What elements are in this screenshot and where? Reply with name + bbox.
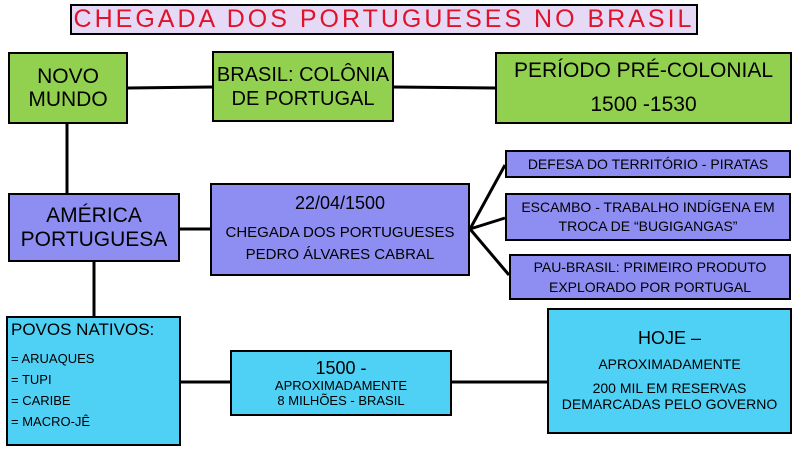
povos-item: = ARUAQUES — [11, 351, 95, 366]
node-brasil-colonia: BRASIL: COLÔNIA DE PORTUGAL — [212, 51, 394, 122]
pop-1500-year: 1500 - — [315, 358, 367, 378]
node-america-label: AMÉRICA PORTUGUESA — [20, 203, 168, 251]
node-novo-mundo: NOVO MUNDO — [8, 52, 128, 124]
connector-chegada-escambo — [469, 216, 506, 231]
chegada-line-2: PEDRO ÁLVARES CABRAL — [245, 246, 435, 263]
pop-1500-value: 8 MILHÕES - BRASIL — [277, 393, 405, 408]
node-povos-nativos: POVOS NATIVOS: = ARUAQUES = TUPI = CARIB… — [6, 316, 181, 446]
chegada-line-1: CHEGADA DOS PORTUGUESES — [225, 224, 455, 241]
page-title: CHEGADA DOS PORTUGUESES NO BRASIL — [70, 4, 698, 35]
hoje-heading: HOJE – — [637, 328, 702, 348]
povos-item: = TUPI — [11, 372, 52, 387]
connector-chegada-pau — [468, 228, 511, 276]
node-america-portuguesa: AMÉRICA PORTUGUESA — [8, 193, 180, 262]
node-pau-brasil: PAU-BRASIL: PRIMEIRO PRODUTO EXPLORADO P… — [509, 254, 791, 300]
chegada-date: 22/04/1500 — [294, 193, 386, 213]
povos-item: = MACRO-JÊ — [11, 414, 91, 429]
node-brasil-colonia-label: BRASIL: COLÔNIA DE PORTUGAL — [216, 63, 390, 110]
node-populacao-1500: 1500 - APROXIMADAMENTE 8 MILHÕES - BRASI… — [230, 350, 452, 416]
periodo-years: 1500 -1530 — [590, 93, 697, 116]
periodo-label: PERÍODO PRÉ-COLONIAL — [513, 59, 774, 82]
node-escambo: ESCAMBO - TRABALHO INDÍGENA EM TROCA DE … — [505, 193, 791, 241]
node-pau-brasil-label: PAU-BRASIL: PRIMEIRO PRODUTO EXPLORADO P… — [533, 259, 767, 295]
pop-1500-approx: APROXIMADAMENTE — [274, 378, 408, 393]
connector-novo-brasil — [127, 85, 213, 90]
node-defesa-label: DEFESA DO TERRITÓRIO - PIRATAS — [527, 156, 769, 172]
hoje-value: 200 MIL EM RESERVAS DEMARCADAS PELO GOVE… — [561, 380, 778, 412]
node-periodo-pre-colonial: PERÍODO PRÉ-COLONIAL 1500 -1530 — [495, 52, 792, 124]
node-novo-mundo-label: NOVO MUNDO — [28, 65, 108, 111]
node-defesa: DEFESA DO TERRITÓRIO - PIRATAS — [505, 150, 791, 178]
node-hoje: HOJE – APROXIMADAMENTE 200 MIL EM RESERV… — [547, 308, 792, 434]
node-escambo-label: ESCAMBO - TRABALHO INDÍGENA EM TROCA DE … — [521, 199, 775, 234]
connector-chegada-defesa — [468, 164, 507, 230]
hoje-approx: APROXIMADAMENTE — [598, 356, 741, 372]
povos-heading: POVOS NATIVOS: — [11, 320, 155, 339]
connector-brasil-periodo — [393, 85, 496, 90]
povos-item: = CARIBE — [11, 393, 71, 408]
node-chegada: 22/04/1500 CHEGADA DOS PORTUGUESES PEDRO… — [210, 183, 470, 276]
